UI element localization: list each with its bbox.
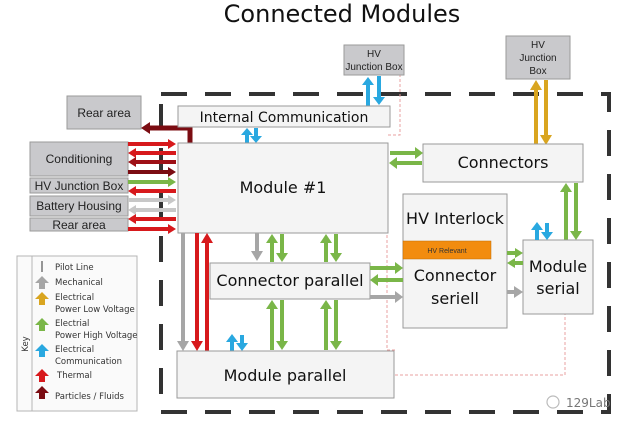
module1-connectors-arrows bbox=[389, 147, 423, 169]
hv-relevant-tag bbox=[402, 240, 492, 260]
legend-item-label: Power High Voltage bbox=[55, 331, 138, 341]
module-serial-box bbox=[522, 239, 594, 315]
connectors-box bbox=[422, 143, 584, 183]
connector-seriell-line2: seriell bbox=[431, 289, 479, 308]
connectors-label: Connectors bbox=[458, 153, 549, 172]
mechanical-arrow-icon bbox=[35, 276, 49, 289]
rear-area-bottom-label: Rear area bbox=[52, 218, 106, 232]
rear-area-top-label: Rear area bbox=[77, 106, 131, 120]
legend-item-label: Communication bbox=[55, 357, 122, 367]
module1-module-parallel-arrows bbox=[177, 233, 213, 351]
module-1-box bbox=[177, 142, 389, 234]
module1-connector-parallel-arrows bbox=[251, 233, 342, 262]
rear-area-top-box bbox=[66, 95, 142, 130]
left-connection-arrows bbox=[128, 139, 176, 234]
module-parallel-label: Module parallel bbox=[224, 366, 347, 385]
module-serial-line2: serial bbox=[536, 279, 579, 298]
seriell-module-serial-arrows bbox=[507, 248, 523, 298]
internal-communication-label: Internal Communication bbox=[200, 110, 369, 126]
module-serial-line1: Module bbox=[529, 257, 587, 276]
power-high-voltage-arrow-icon bbox=[35, 318, 49, 331]
legend: Key Pilot Line Mechanical Electrical Pow… bbox=[16, 255, 138, 412]
battery-housing-label: Battery Housing bbox=[36, 199, 121, 213]
parallel-seriell-arrows bbox=[370, 262, 403, 303]
conditioning-label: Conditioning bbox=[46, 152, 113, 166]
watermark-label: 129Lab bbox=[566, 396, 611, 410]
communication-arrows-internal bbox=[241, 128, 262, 143]
hv-interlock-label: HV Interlock bbox=[406, 209, 505, 228]
connector-parallel-box bbox=[209, 262, 371, 300]
hv-junction-box-top-1 bbox=[343, 44, 405, 76]
legend-item-label: Electrical bbox=[55, 345, 94, 355]
connector-seriell-box bbox=[402, 193, 508, 329]
particles-fluids-arrow-icon bbox=[35, 386, 49, 399]
diagram-title: Connected Modules bbox=[224, 0, 461, 28]
legend-item-label: Power Low Voltage bbox=[55, 305, 135, 315]
system-boundary bbox=[159, 92, 611, 414]
hv-junction-box-top-1-line2: Junction Box bbox=[345, 62, 402, 73]
module-1-label: Module #1 bbox=[240, 178, 327, 197]
arrowhead bbox=[141, 122, 150, 134]
legend-item-label: Pilot Line bbox=[55, 263, 94, 273]
conditioning-box bbox=[29, 141, 129, 177]
module-parallel-box bbox=[176, 350, 395, 399]
communication-arrows-top bbox=[362, 76, 385, 106]
battery-housing-box bbox=[29, 195, 129, 217]
legend-item-label: Mechanical bbox=[55, 278, 103, 288]
legend-title: Key bbox=[21, 336, 31, 351]
communication-arrows-module-serial bbox=[531, 222, 553, 240]
hv-junction-box-top-2-line2: Junction bbox=[519, 53, 556, 64]
legend-item-label: Thermal bbox=[56, 371, 92, 381]
power-low-voltage-arrows bbox=[530, 80, 552, 145]
connector-seriell-line1: Connector bbox=[414, 266, 497, 285]
connector-parallel-label: Connector parallel bbox=[216, 271, 363, 290]
watermark: 129Lab bbox=[546, 395, 611, 410]
legend-item-label: Electrial bbox=[55, 319, 89, 329]
hv-junction-box-top-2-line1: HV bbox=[531, 40, 545, 51]
communication-arrow-icon bbox=[35, 344, 49, 357]
thermal-arrow-icon bbox=[35, 369, 49, 382]
hv-junction-box-top-2-line3: Box bbox=[529, 66, 546, 77]
hv-junction-box-top-2 bbox=[505, 35, 571, 80]
rear-area-bottom-box bbox=[29, 217, 129, 232]
internal-communication-box bbox=[177, 105, 391, 128]
power-low-voltage-arrow-icon bbox=[35, 292, 49, 305]
communication-arrows-module-parallel bbox=[226, 334, 248, 351]
legend-item-label: Electrical bbox=[55, 293, 94, 303]
legend-item-label: Particles / Fluids bbox=[55, 392, 124, 402]
hv-junction-box-left-label: HV Junction Box bbox=[35, 179, 124, 193]
hv-relevant-label: HV Relevant bbox=[427, 248, 466, 255]
hv-junction-box-left bbox=[29, 177, 129, 194]
wechat-icon bbox=[546, 395, 560, 409]
connectors-module-serial-arrows bbox=[560, 183, 582, 240]
connector-parallel-module-parallel-arrows bbox=[266, 300, 342, 350]
hv-junction-box-top-1-line1: HV bbox=[367, 49, 381, 60]
